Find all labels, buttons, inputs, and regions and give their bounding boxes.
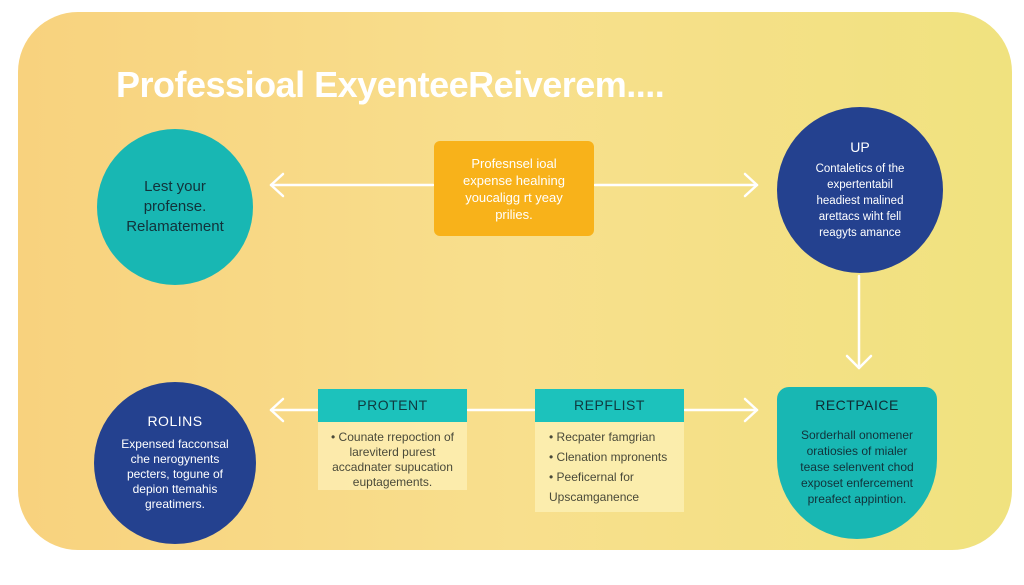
node-text-line: prilies. xyxy=(495,206,533,222)
node-text-line: Contaletics of the xyxy=(815,163,905,175)
node-protent-card: PROTENT • Counate rrepoction of larevite… xyxy=(318,389,467,490)
node-text-line: preafect appintion. xyxy=(807,492,907,506)
arrow-down-right xyxy=(845,274,873,370)
card-text-line: • Counate rrepoction of xyxy=(331,430,454,444)
node-text-line: youcaligg rt yeay xyxy=(465,189,563,205)
card-text-line: accadnater supucation xyxy=(332,460,453,474)
node-text-line: greatimers. xyxy=(144,497,206,511)
diagram-title: Professioal ExyenteeReiverem.... xyxy=(116,64,665,105)
node-text-line: che nerogynents xyxy=(130,452,220,466)
arrow-left-top xyxy=(269,172,435,198)
list-item: • Recpater famgrian xyxy=(549,430,656,444)
node-text-line: profense. xyxy=(143,198,207,215)
card-text-line: lareviterd purest xyxy=(349,445,436,459)
node-heading: RECTPAICE xyxy=(815,397,899,413)
card-text-line: euptagements. xyxy=(352,475,433,489)
node-text-line: depion ttemahis xyxy=(132,482,218,496)
node-top-left: Lest your profense. Relamatement xyxy=(97,129,253,285)
node-bottom-left: ROLINS Expensed facconsal che nerogynent… xyxy=(94,382,256,544)
node-center-box: Profesnsel ioal expense healning youcali… xyxy=(434,141,594,236)
arrow-right-top xyxy=(593,172,759,198)
card-header: REPFLIST xyxy=(535,389,684,422)
node-text-line: headiest malined xyxy=(816,195,904,207)
list-item: Upscamganence xyxy=(549,490,640,504)
node-text-line: Profesnsel ioal xyxy=(471,155,557,171)
arrow-right-bottom xyxy=(683,397,759,423)
node-heading: ROLINS xyxy=(147,413,203,429)
node-text-line: Sorderhall onomener xyxy=(800,428,914,442)
node-top-right: UP Contaletics of the expertentabil head… xyxy=(777,107,943,273)
node-text-line: pecters, togune of xyxy=(126,467,224,481)
node-text-line: arettacs wiht fell xyxy=(818,211,902,223)
node-text-line: exposet enfercement xyxy=(800,476,914,490)
node-bottom-right: RECTPAICE Sorderhall onomener oratiosies… xyxy=(777,387,937,539)
node-text-line: Relamatement xyxy=(126,218,224,235)
node-text-line: expense healning xyxy=(463,172,565,188)
card-body: • Recpater famgrian • Clenation mpronent… xyxy=(535,422,684,512)
node-repflist-card: REPFLIST • Recpater famgrian • Clenation… xyxy=(535,389,684,512)
node-body: Sorderhall onomener oratiosies of mialer… xyxy=(788,427,925,507)
node-text-line: oratiosies of mialer xyxy=(806,444,908,458)
list-item: • Clenation mpronents xyxy=(549,450,668,464)
arrow-left-bottom xyxy=(269,397,319,423)
node-text-line: tease selenvent chod xyxy=(800,460,914,474)
node-heading: UP xyxy=(850,139,870,155)
list-item: • Peeficernal for xyxy=(549,470,634,484)
node-text-line: expertentabil xyxy=(827,179,893,191)
card-header: PROTENT xyxy=(318,389,467,422)
card-body: • Counate rrepoction of lareviterd pures… xyxy=(318,422,467,490)
node-text-line: reagyts amance xyxy=(819,227,901,239)
node-text-line: Expensed facconsal xyxy=(121,437,229,451)
node-text-line: Lest your xyxy=(144,178,206,195)
